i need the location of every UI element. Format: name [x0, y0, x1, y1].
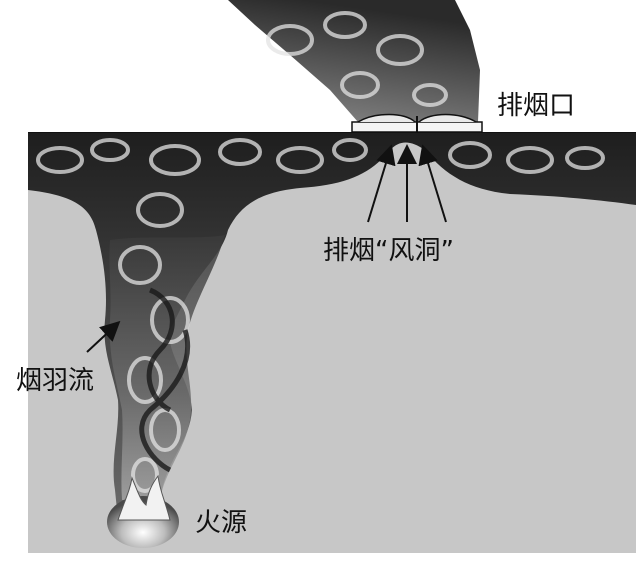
smoke-plume-core	[109, 235, 225, 500]
fire-icon	[107, 474, 179, 548]
exhaust-arrow-right	[418, 144, 447, 223]
exhaust-arrows	[367, 144, 447, 223]
smoke-plume-label: 烟羽流	[16, 366, 95, 396]
exhaust-outlet-label: 排烟口	[497, 91, 576, 121]
smoke-swirls	[36, 11, 605, 493]
plume-dark-bands	[139, 287, 191, 473]
exhaust-hole-label: 排烟“风洞”	[323, 236, 454, 266]
fire-source-label: 火源	[195, 508, 248, 538]
plume-arrow	[86, 320, 121, 353]
exhaust-arrow-left	[367, 144, 396, 223]
exhaust-outlet-vent	[351, 113, 483, 133]
